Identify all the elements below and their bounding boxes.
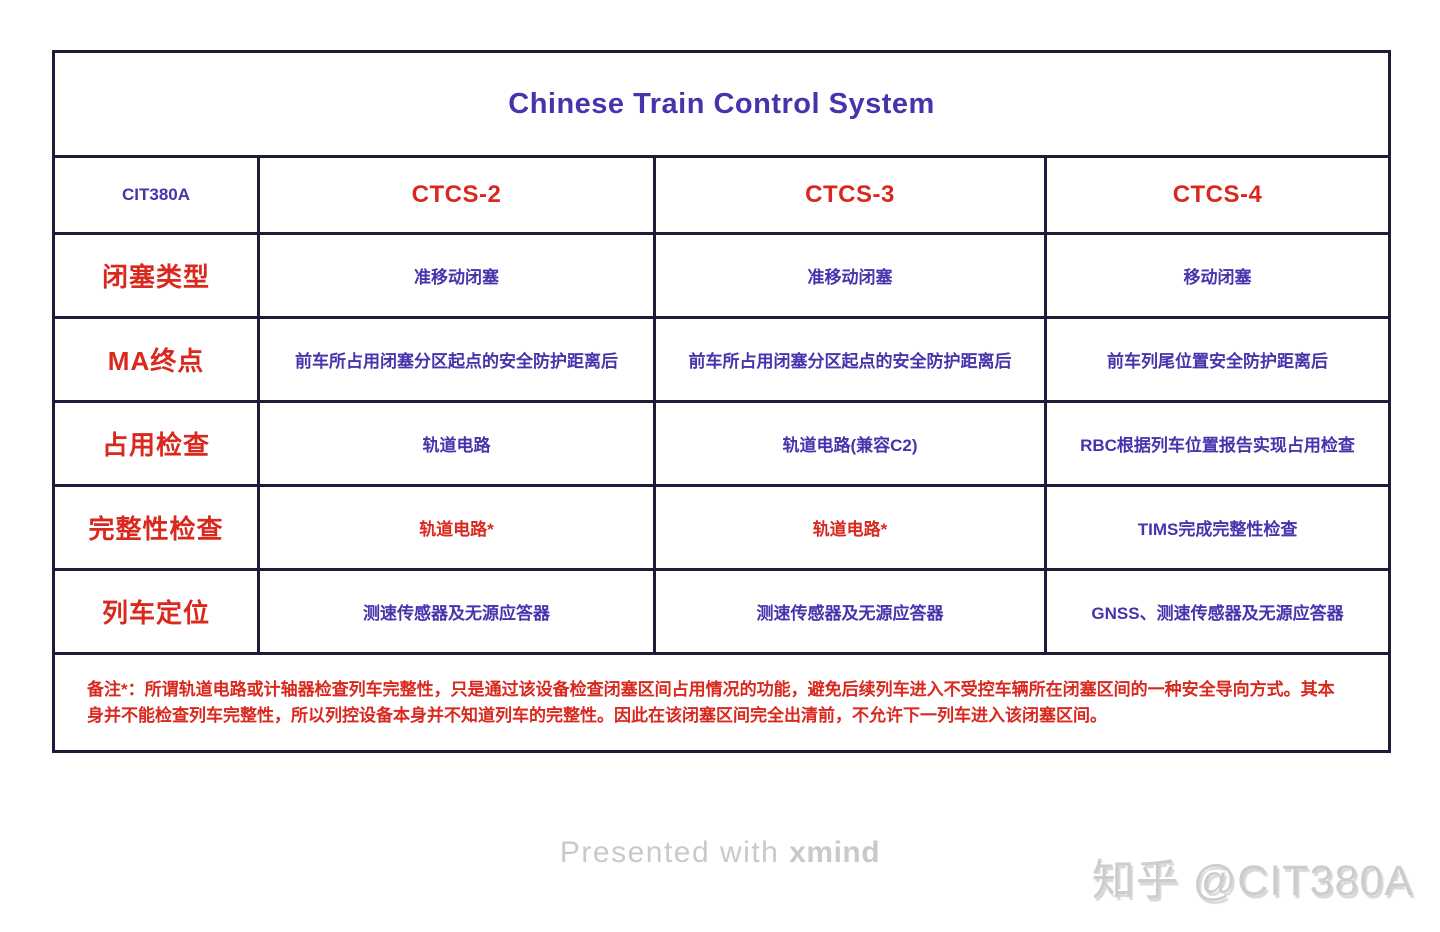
cell-text: 测速传感器及无源应答器 xyxy=(756,604,944,623)
table-cell: 前车所占用闭塞分区起点的安全防护距离后 xyxy=(653,316,1047,403)
table-cell: 移动闭塞 xyxy=(1043,232,1392,319)
table-cell: GNSS、测速传感器及无源应答器 xyxy=(1043,568,1392,655)
row-label: 列车定位 xyxy=(101,598,210,628)
cell-text: 前车列尾位置安全防护距离后 xyxy=(1107,352,1329,371)
column-header-cell: CTCS-3 xyxy=(653,155,1047,235)
table-cell: 轨道电路* xyxy=(257,484,656,571)
column-header-cell: CTCS-4 xyxy=(1043,155,1392,235)
row-header-cell: MA终点 xyxy=(52,316,260,403)
footnote-text: 备注*：所谓轨道电路或计轴器检查列车完整性，只是通过该设备检查闭塞区间占用情况的… xyxy=(87,679,1335,725)
table-cell: 准移动闭塞 xyxy=(653,232,1047,319)
table-cell: 测速传感器及无源应答器 xyxy=(653,568,1047,655)
header-row: CIT380A CTCS-2 CTCS-3 CTCS-4 xyxy=(52,155,1392,235)
cell-text: 准移动闭塞 xyxy=(807,268,893,287)
table-row: 占用检查 轨道电路 轨道电路(兼容C2) RBC根据列车位置报告实现占用检查 xyxy=(52,400,1392,487)
row-header-cell: 完整性检查 xyxy=(52,484,260,571)
table-cell: RBC根据列车位置报告实现占用检查 xyxy=(1043,400,1392,487)
table-cell: 准移动闭塞 xyxy=(257,232,656,319)
title-cell: Chinese Train Control System xyxy=(51,50,1392,158)
table-row: 列车定位 测速传感器及无源应答器 测速传感器及无源应答器 GNSS、测速传感器及… xyxy=(52,568,1392,655)
row-label: 闭塞类型 xyxy=(101,262,210,292)
presented-with-footer: Presented with xmind xyxy=(0,836,1440,870)
row-header-cell: 列车定位 xyxy=(52,568,260,655)
table-row: 闭塞类型 准移动闭塞 准移动闭塞 移动闭塞 xyxy=(52,232,1392,319)
footnote-cell: 备注*：所谓轨道电路或计轴器检查列车完整性，只是通过该设备检查闭塞区间占用情况的… xyxy=(51,652,1392,753)
column-header-ctcs3: CTCS-3 xyxy=(805,181,895,208)
cell-text: 轨道电路* xyxy=(812,520,888,539)
footnote-row: 备注*：所谓轨道电路或计轴器检查列车完整性，只是通过该设备检查闭塞区间占用情况的… xyxy=(51,652,1392,753)
cell-text: 轨道电路 xyxy=(422,436,491,455)
zhihu-watermark: 知乎 @CIT380A xyxy=(1091,857,1414,905)
cell-text: 前车所占用闭塞分区起点的安全防护距离后 xyxy=(295,352,618,371)
table-cell: 前车所占用闭塞分区起点的安全防护距离后 xyxy=(257,316,656,403)
row-label: MA终点 xyxy=(107,346,205,376)
cell-text: 轨道电路(兼容C2) xyxy=(782,436,918,455)
row-header-cell: 闭塞类型 xyxy=(52,232,260,319)
row-header-cell: 占用检查 xyxy=(52,400,260,487)
row-label: 完整性检查 xyxy=(88,514,224,544)
title-row: Chinese Train Control System xyxy=(51,50,1392,158)
table-row: 完整性检查 轨道电路* 轨道电路* TIMS完成完整性检查 xyxy=(52,484,1392,571)
cell-text: 测速传感器及无源应答器 xyxy=(363,604,550,623)
table-cell: 轨道电路* xyxy=(653,484,1047,571)
cell-text: 准移动闭塞 xyxy=(414,268,499,287)
table-cell: 测速传感器及无源应答器 xyxy=(257,568,656,655)
table-row: MA终点 前车所占用闭塞分区起点的安全防护距离后 前车所占用闭塞分区起点的安全防… xyxy=(52,316,1392,403)
corner-cell: CIT380A xyxy=(52,155,260,235)
cell-text: RBC根据列车位置报告实现占用检查 xyxy=(1080,436,1355,455)
xmind-brand: xmind xyxy=(789,836,881,869)
table-cell: 轨道电路 xyxy=(257,400,656,487)
column-header-ctcs2: CTCS-2 xyxy=(411,181,502,208)
table-cell: TIMS完成完整性检查 xyxy=(1043,484,1392,571)
table-cell: 轨道电路(兼容C2) xyxy=(653,400,1047,487)
page-title: Chinese Train Control System xyxy=(508,87,935,120)
cell-text: 移动闭塞 xyxy=(1183,268,1252,287)
cell-text: 轨道电路* xyxy=(419,520,494,539)
row-label: 占用检查 xyxy=(101,430,210,460)
cell-text: TIMS完成完整性检查 xyxy=(1137,520,1298,539)
column-header-cell: CTCS-2 xyxy=(257,155,656,235)
table-cell: 前车列尾位置安全防护距离后 xyxy=(1043,316,1392,403)
cell-text: GNSS、测速传感器及无源应答器 xyxy=(1091,604,1344,623)
ctcs-comparison-table: Chinese Train Control System CIT380A CTC… xyxy=(51,50,1392,753)
corner-label: CIT380A xyxy=(121,185,191,204)
column-header-ctcs4: CTCS-4 xyxy=(1172,181,1263,208)
presented-with-text: Presented with xyxy=(559,836,780,869)
cell-text: 前车所占用闭塞分区起点的安全防护距离后 xyxy=(688,352,1012,371)
